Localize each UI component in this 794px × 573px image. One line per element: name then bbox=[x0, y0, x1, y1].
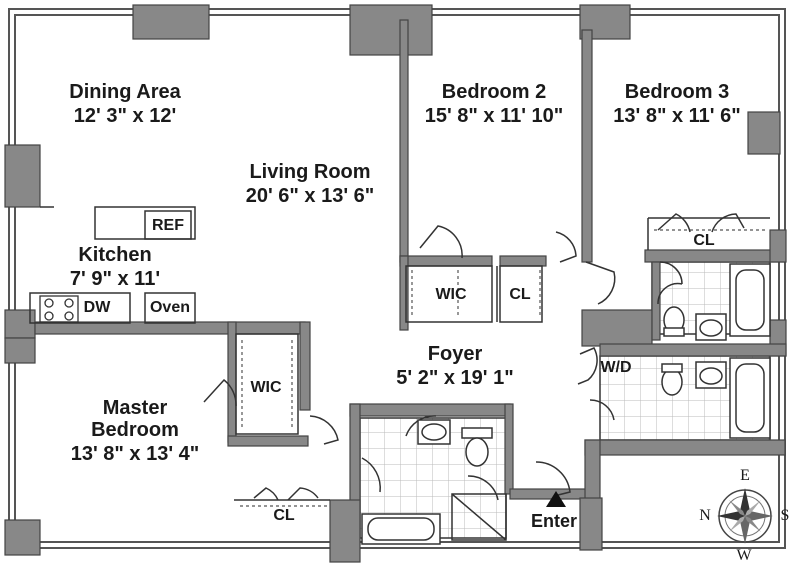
living-room-dims: 20' 6" x 13' 6" bbox=[245, 185, 375, 207]
interior-lines bbox=[29, 206, 770, 501]
master-bedroom-name-line2: Bedroom bbox=[91, 419, 179, 441]
master-bedroom-dims: 13' 8" x 13' 4" bbox=[70, 443, 200, 465]
bedroom2-name: Bedroom 2 bbox=[441, 81, 547, 103]
master-bedroom-name-line1: Master bbox=[102, 397, 168, 419]
door-swings bbox=[203, 213, 745, 501]
wic-master-label: WIC bbox=[250, 379, 282, 396]
oven-label: Oven bbox=[149, 299, 190, 316]
master-bedroom-label: Master Bedroom 13' 8" x 13' 4" bbox=[45, 398, 225, 464]
cl-bedroom2-label: CL bbox=[509, 286, 531, 303]
compass-rose-icon bbox=[717, 488, 773, 544]
wic-bedroom2-label: WIC bbox=[435, 286, 467, 303]
dining-area-label: Dining Area 12' 3" x 12' bbox=[45, 82, 205, 126]
kitchen-name: Kitchen bbox=[78, 244, 152, 266]
wd-label: W/D bbox=[600, 359, 632, 376]
compass-e-label: E bbox=[740, 467, 750, 484]
foyer-dims: 5' 2" x 19' 1" bbox=[396, 367, 514, 389]
ref-label: REF bbox=[152, 217, 184, 234]
compass-n-label: N bbox=[699, 507, 711, 524]
kitchen-dims: 7' 9" x 11' bbox=[69, 268, 161, 290]
compass-w-label: W bbox=[736, 547, 752, 564]
bedroom2-label: Bedroom 2 15' 8" x 11' 10" bbox=[412, 82, 576, 126]
cl-master-label: CL bbox=[273, 507, 295, 524]
dining-area-dims: 12' 3" x 12' bbox=[73, 105, 177, 127]
bedroom3-dims: 13' 8" x 11' 6" bbox=[613, 105, 741, 127]
living-room-label: Living Room 20' 6" x 13' 6" bbox=[210, 162, 410, 206]
structural-walls bbox=[4, 4, 787, 563]
closet-rods bbox=[240, 229, 768, 507]
stove-icon bbox=[39, 295, 79, 323]
bedroom3-label: Bedroom 3 13' 8" x 11' 6" bbox=[602, 82, 752, 126]
entrance-arrow-icon bbox=[546, 491, 566, 507]
living-room-name: Living Room bbox=[249, 161, 371, 183]
bath-fixtures bbox=[361, 263, 771, 545]
cl-bedroom3-label: CL bbox=[693, 232, 715, 249]
compass-s-label: S bbox=[780, 507, 790, 524]
bedroom3-name: Bedroom 3 bbox=[624, 81, 730, 103]
foyer-name: Foyer bbox=[427, 343, 483, 365]
enter-label: Enter bbox=[530, 511, 577, 531]
dw-label: DW bbox=[83, 299, 111, 316]
bedroom2-dims: 15' 8" x 11' 10" bbox=[424, 105, 564, 127]
foyer-label: Foyer 5' 2" x 19' 1" bbox=[370, 344, 540, 388]
kitchen-label: Kitchen 7' 9" x 11' bbox=[60, 245, 170, 289]
dining-area-name: Dining Area bbox=[69, 81, 181, 103]
